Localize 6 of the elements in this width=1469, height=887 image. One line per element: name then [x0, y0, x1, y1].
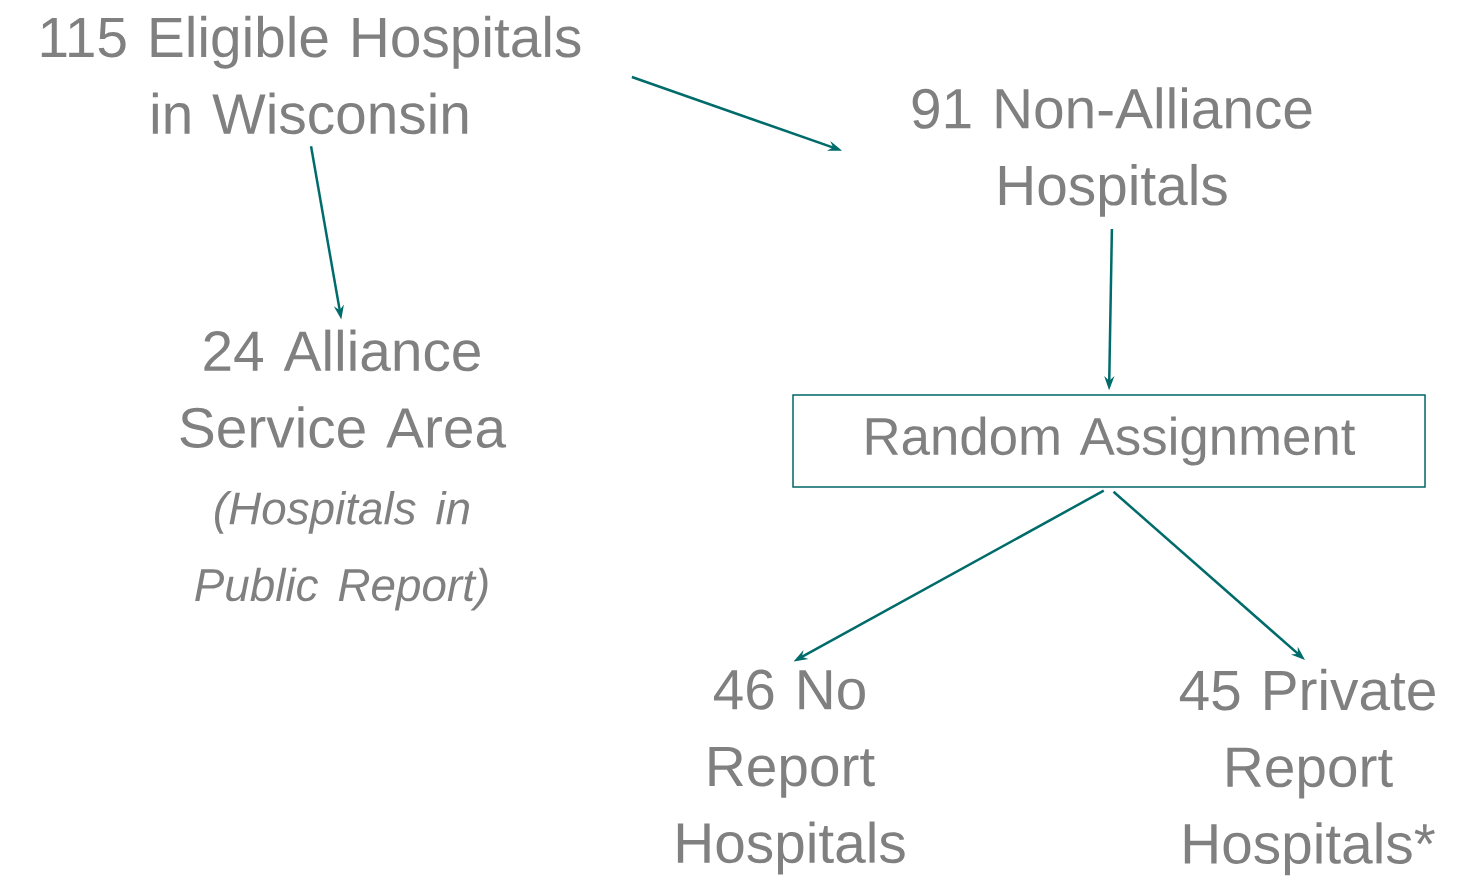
node-text: 45 Private Report Hospitals*: [1179, 668, 1435, 876]
node-text: 24 Alliance Service Area (Hospitals in Public Report): [180, 329, 507, 611]
node-text: 91 Non-Alliance Hospitals: [912, 87, 1312, 217]
node-text: 46 No Report Hospitals: [677, 669, 905, 875]
node-text: 115 Eligible Hospitals in Wisconsin: [41, 15, 581, 135]
process-box: Random Assignment: [792, 394, 1426, 488]
